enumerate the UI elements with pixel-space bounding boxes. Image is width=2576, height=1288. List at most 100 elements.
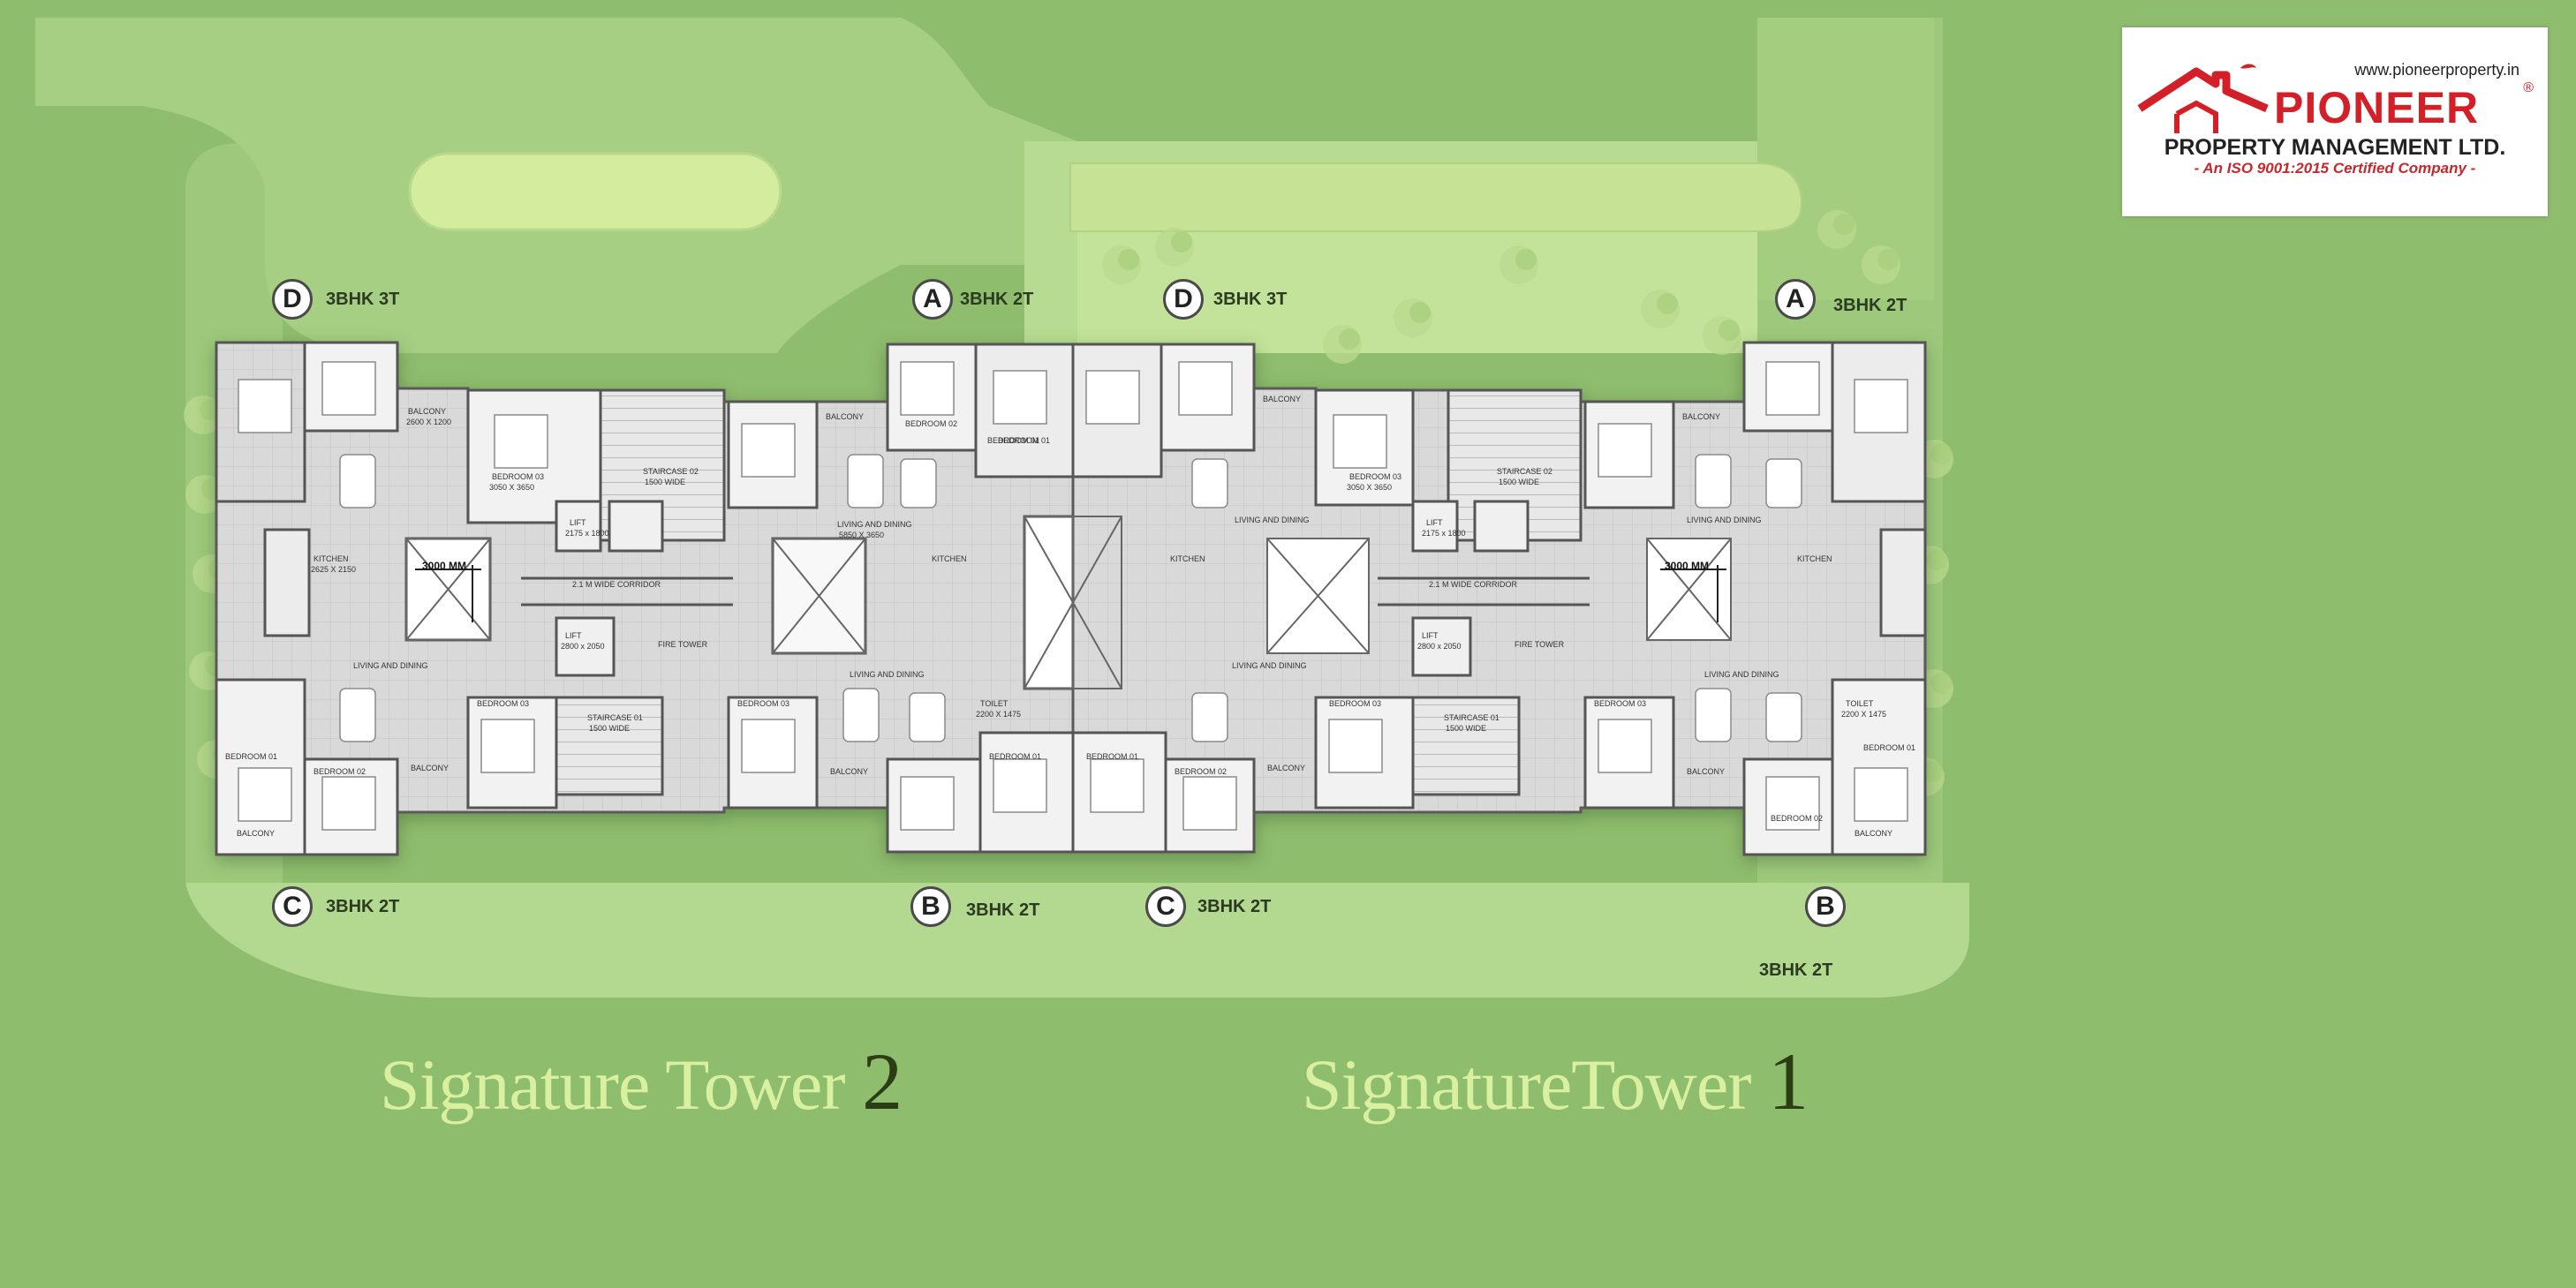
unit-type-b-tower1: 3BHK 2T (1759, 960, 1833, 980)
living-label: LIVING AND DINING (837, 520, 912, 529)
bedroom-03-label-2: BEDROOM 03 (477, 699, 529, 708)
plan-labels: 2.1 M WIDE CORRIDOR 2.1 M WIDE CORRIDOR … (225, 395, 1915, 838)
corridor-label-left: 2.1 M WIDE CORRIDOR (572, 580, 661, 589)
balcony-label-10: BALCONY (1855, 829, 1892, 838)
living-label-3: LIVING AND DINING (850, 670, 925, 679)
staircase-01-dim: 1500 WIDE (589, 724, 630, 733)
bedroom-01-label-2: BEDROOM 01 (225, 752, 277, 761)
living-label-5: LIVING AND DINING (1687, 516, 1762, 524)
oval-lawn-west (408, 152, 782, 231)
unit-badge-c-tower2: C (272, 886, 313, 927)
unit-badge-b-tower2: B (910, 886, 951, 927)
unit-badge-d-tower2: D (272, 279, 313, 320)
balcony-label-3: BALCONY (1263, 395, 1301, 403)
company-tagline: - An ISO 9001:2015 Certified Company - (2194, 160, 2476, 177)
bedroom-02-label-3: BEDROOM 02 (1175, 767, 1227, 776)
unit-type-c-tower1: 3BHK 2T (1197, 897, 1272, 916)
unit-type-d-tower1: 3BHK 3T (1213, 290, 1288, 309)
bedroom-03-label-3: BEDROOM 03 (737, 699, 789, 708)
bedroom-03-label: BEDROOM 03 (492, 472, 544, 481)
toilet-label-2: TOILET (1846, 699, 1874, 708)
registered-mark: ® (2523, 80, 2534, 95)
bedroom-02-label-2: BEDROOM 02 (314, 767, 366, 776)
balcony-dim: 2600 X 1200 (406, 418, 451, 426)
balcony-label-2: BALCONY (826, 412, 864, 421)
kitchen-label-2: KITCHEN (932, 554, 967, 563)
staircase-01-dim-t1: 1500 WIDE (1446, 724, 1486, 733)
toilet-dim-2: 2200 X 1475 (1841, 710, 1886, 719)
living-label-6: LIVING AND DINING (1232, 661, 1307, 670)
staircase-01-label-t1: STAIRCASE 01 (1444, 713, 1500, 722)
lift-dim: 2175 x 1800 (565, 529, 609, 538)
shaft-dimension-marks (415, 565, 1726, 622)
unit-type-d-tower2: 3BHK 3T (326, 290, 400, 309)
lift-shafts (405, 516, 1732, 689)
kitchen-dim: 2625 X 2150 (311, 565, 356, 574)
balcony-label-5: BALCONY (411, 764, 449, 772)
lift-dim-2-t1: 2800 x 2050 (1417, 642, 1462, 651)
living-label-4: LIVING AND DINING (1235, 516, 1310, 524)
staircase-01-label: STAIRCASE 01 (587, 713, 643, 722)
balcony-label-6: BALCONY (830, 767, 868, 776)
bedroom-03-label-t1: BEDROOM 03 (1349, 472, 1401, 481)
company-logo: www.pioneerproperty.in PIONEER ® PROPERT… (2122, 27, 2548, 216)
kitchen-label: KITCHEN (314, 554, 349, 563)
staircase-02-label-t1: STAIRCASE 02 (1497, 467, 1552, 476)
lift-dim-t1: 2175 x 1800 (1422, 529, 1466, 538)
bedroom-01-label-3: BEDROOM 01 (989, 752, 1041, 761)
driveway (1069, 162, 1803, 232)
living-label-7: LIVING AND DINING (1704, 670, 1779, 679)
staircase-02-dim-t1: 1500 WIDE (1499, 478, 1539, 486)
company-subtitle: PROPERTY MANAGEMENT LTD. (2164, 135, 2506, 160)
furniture (238, 361, 1908, 831)
tower-2-name: Signature Tower (380, 1044, 846, 1125)
bedroom-01-label-5: BEDROOM 01 (1863, 743, 1915, 752)
unit-type-b-tower2: 3BHK 2T (966, 900, 1040, 920)
east-strip (1757, 18, 1934, 300)
unit-badge-a-tower2: A (912, 279, 953, 320)
staircase-02-label: STAIRCASE 02 (643, 467, 699, 476)
lift-label: LIFT (570, 518, 586, 527)
tower-2-number: 2 (862, 1036, 903, 1126)
bedroom-01-label-b: BEDROOM 01 (998, 436, 1050, 445)
bedroom-03-label-5: BEDROOM 03 (1594, 699, 1646, 708)
south-lawn (177, 883, 1969, 998)
bedroom-03-dim-t1: 3050 X 3650 (1347, 483, 1392, 492)
unit-badge-c-tower1: C (1145, 886, 1186, 927)
toilet-label: TOILET (980, 699, 1008, 708)
balcony-label-4: BALCONY (1682, 412, 1720, 421)
toilet-dim: 2200 X 1475 (976, 710, 1021, 719)
living-label-2: LIVING AND DINING (353, 661, 428, 670)
tower-1-title: SignatureTower 1 (1302, 1035, 1809, 1128)
bedroom-02-label-4: BEDROOM 02 (1771, 814, 1823, 823)
living-dim: 5850 X 3650 (839, 531, 884, 539)
bedroom-01-label-4: BEDROOM 01 (1086, 752, 1138, 761)
unit-type-a-tower2: 3BHK 2T (960, 290, 1034, 309)
fire-tower-label: FIRE TOWER (658, 640, 708, 649)
company-url: www.pioneerproperty.in (2354, 61, 2519, 79)
unit-type-a-tower1: 3BHK 2T (1833, 296, 1907, 315)
shaft-dim-label-left: 3000 MM (422, 560, 466, 572)
shaft-dim-label-right: 3000 MM (1665, 560, 1709, 572)
bedroom-03-dim: 3050 X 3650 (489, 483, 534, 492)
fire-tower-label-t1: FIRE TOWER (1515, 640, 1565, 649)
bedroom-03-label-4: BEDROOM 03 (1329, 699, 1381, 708)
lift-label-t1: LIFT (1426, 518, 1443, 527)
lift-label-2-t1: LIFT (1422, 631, 1439, 640)
unit-badge-a-tower1: A (1775, 279, 1816, 320)
bedroom-02-label: BEDROOM 02 (905, 419, 957, 428)
staircase-02-dim: 1500 WIDE (645, 478, 685, 486)
corridor-label-right: 2.1 M WIDE CORRIDOR (1429, 580, 1518, 589)
lift-dim-2: 2800 x 2050 (561, 642, 605, 651)
tower-2-title: Signature Tower 2 (380, 1035, 903, 1128)
kitchen-label-4: KITCHEN (1797, 554, 1832, 563)
balcony-label-7: BALCONY (1267, 764, 1305, 772)
balcony-label: BALCONY (408, 407, 446, 416)
unit-badge-d-tower1: D (1163, 279, 1204, 320)
tower-1-number: 1 (1768, 1036, 1809, 1126)
balcony-label-8: BALCONY (1687, 767, 1725, 776)
kitchen-label-3: KITCHEN (1170, 554, 1205, 563)
unit-type-c-tower2: 3BHK 2T (326, 897, 400, 916)
company-name: PIONEER (2274, 83, 2480, 132)
